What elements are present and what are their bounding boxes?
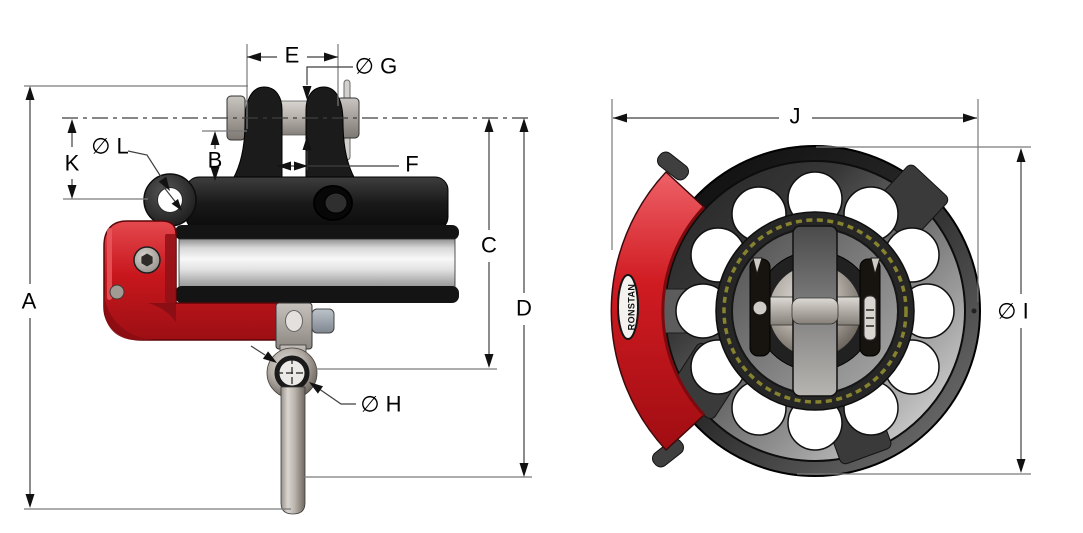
- frame-screw-socket: [141, 253, 153, 267]
- becket-ring-bore: [157, 187, 183, 213]
- bracket-slot-ticks: [866, 309, 874, 327]
- bracket-pointer-right: [870, 257, 881, 276]
- dim-label-c: C: [481, 233, 497, 258]
- arrow: [484, 354, 494, 368]
- leader-l: [127, 150, 164, 181]
- shackle-rod: [280, 386, 306, 515]
- dimension-arrows: [25, 52, 1026, 508]
- arrow: [171, 199, 182, 211]
- arrow: [484, 118, 494, 132]
- arrow: [67, 119, 77, 133]
- swivel-side-pin: [311, 308, 335, 334]
- leader-h: [311, 383, 356, 405]
- head-bushing-bore: [324, 192, 348, 214]
- bearing-balls: [722, 218, 908, 404]
- red-cheek-inner-shade: [661, 205, 706, 417]
- arrow: [67, 185, 77, 199]
- arrow: [277, 161, 291, 171]
- dim-label-a: A: [22, 289, 37, 314]
- arrow: [210, 131, 220, 145]
- arrow: [1016, 148, 1026, 162]
- front-view: RONSTAN: [610, 145, 981, 477]
- red-frame-highlight: [107, 228, 112, 300]
- dim-label-j: J: [790, 104, 801, 129]
- leader-g: [306, 66, 353, 85]
- bracket-left-hole: [753, 301, 767, 315]
- grease-port: [971, 308, 977, 314]
- dim-label-k: K: [65, 151, 80, 176]
- arrow: [302, 86, 312, 100]
- arrow: [324, 52, 338, 62]
- leader-h-upper: [250, 345, 266, 356]
- swivel-post-hole: [285, 310, 303, 332]
- dim-label-e: E: [285, 43, 300, 68]
- dim-label-f: F: [405, 152, 418, 177]
- dim-label-g: ∅ G: [355, 54, 397, 79]
- arrow: [1016, 459, 1026, 473]
- arrow: [25, 494, 35, 508]
- clevis-jaw-left: [232, 86, 283, 180]
- dim-label-l: ∅ L: [91, 134, 129, 159]
- red-frame-shadow: [165, 234, 176, 303]
- drum-top-rim: [175, 225, 459, 240]
- dim-label-h: ∅ H: [360, 392, 401, 417]
- drum-bottom-rim: [175, 286, 459, 303]
- drum-body: [178, 238, 456, 290]
- frame-peg: [109, 284, 125, 300]
- axle-boss: [791, 297, 839, 325]
- red-frame-inner-shadow: [148, 303, 176, 322]
- bracket-pointer-left: [752, 257, 763, 276]
- side-view: [103, 79, 459, 515]
- dim-label-d: D: [516, 296, 532, 321]
- leader-l-bore: [162, 185, 178, 205]
- brand-text: RONSTAN: [627, 284, 637, 331]
- dim-label-b: B: [208, 148, 223, 173]
- arrow: [302, 136, 312, 150]
- arrow: [247, 52, 261, 62]
- arrow: [613, 113, 627, 123]
- arrow: [294, 161, 308, 171]
- dimension-lines: [29, 56, 1022, 495]
- red-frame-lower-shade: [104, 292, 152, 340]
- extension-lines: [24, 44, 1031, 510]
- arrow: [519, 463, 529, 477]
- dim-label-i: ∅ I: [997, 299, 1028, 324]
- brand-oval: [617, 274, 639, 340]
- arrow: [309, 382, 323, 394]
- dimension-labels: A K ∅ L E ∅ G B F C D ∅ H J ∅ I: [22, 43, 1029, 417]
- arrow: [158, 176, 170, 191]
- arrow: [262, 351, 277, 363]
- arrow: [210, 167, 220, 181]
- arrow: [963, 113, 977, 123]
- cheek-tab-top: [657, 151, 689, 181]
- arrow: [25, 86, 35, 100]
- arrow: [519, 118, 529, 132]
